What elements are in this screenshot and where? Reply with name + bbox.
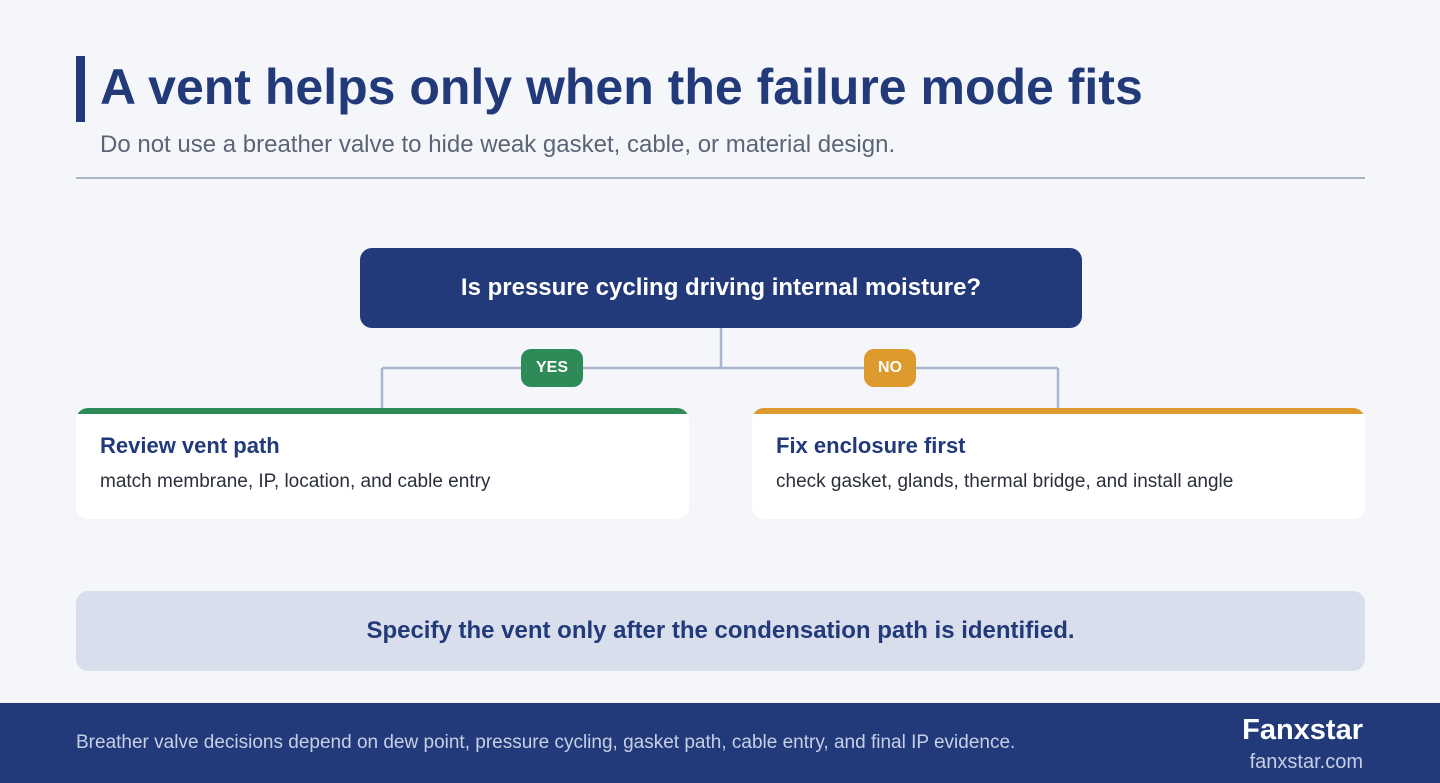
page-subtitle: Do not use a breather valve to hide weak… — [100, 131, 896, 158]
footer-note: Breather valve decisions depend on dew p… — [76, 732, 1016, 753]
yes-badge: YES — [521, 349, 583, 387]
decision-question: Is pressure cycling driving internal moi… — [360, 248, 1082, 328]
yes-outcome-card: Review vent path match membrane, IP, loc… — [76, 408, 689, 519]
footer: Breather valve decisions depend on dew p… — [0, 703, 1440, 783]
no-card-title: Fix enclosure first — [776, 433, 966, 458]
title-accent-bar — [76, 56, 85, 122]
yes-card-accent — [76, 408, 689, 414]
summary-text: Specify the vent only after the condensa… — [366, 617, 1075, 644]
header-divider — [76, 177, 1365, 179]
summary-banner: Specify the vent only after the condensa… — [76, 591, 1365, 671]
yes-card-description: match membrane, IP, location, and cable … — [100, 471, 491, 492]
brand-url: fanxstar.com — [1249, 751, 1363, 773]
no-outcome-card: Fix enclosure first check gasket, glands… — [752, 408, 1365, 519]
decision-question-text: Is pressure cycling driving internal moi… — [460, 274, 982, 301]
no-card-accent — [752, 408, 1365, 414]
no-card-description: check gasket, glands, thermal bridge, an… — [776, 471, 1234, 492]
no-badge: NO — [864, 349, 916, 387]
page-title: A vent helps only when the failure mode … — [100, 59, 1143, 115]
brand-name: Fanxstar — [1242, 714, 1363, 746]
yes-card-title: Review vent path — [100, 433, 280, 458]
